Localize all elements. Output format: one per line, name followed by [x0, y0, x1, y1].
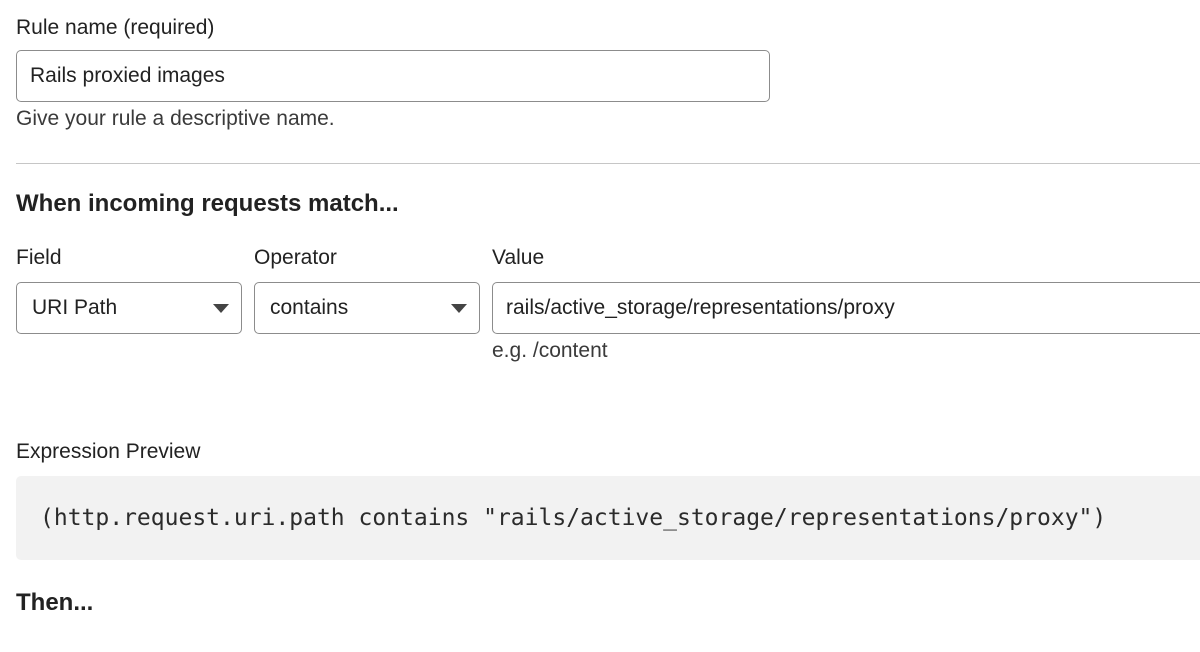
expression-preview-box: (http.request.uri.path contains "rails/a…: [16, 476, 1200, 560]
chevron-down-icon: [213, 303, 229, 313]
rule-name-input[interactable]: [16, 50, 770, 102]
chevron-down-icon: [451, 303, 467, 313]
value-helper: e.g. /content: [492, 339, 608, 362]
value-label: Value: [492, 246, 545, 269]
value-input[interactable]: [492, 282, 1200, 334]
field-label: Field: [16, 246, 62, 269]
operator-label: Operator: [254, 246, 337, 269]
operator-select-value: contains: [270, 296, 349, 319]
field-select[interactable]: URI Path: [16, 282, 242, 334]
field-select-value: URI Path: [32, 296, 118, 319]
rule-name-helper: Give your rule a descriptive name.: [16, 107, 335, 130]
expression-preview-label: Expression Preview: [16, 440, 201, 463]
operator-select[interactable]: contains: [254, 282, 480, 334]
match-section-heading: When incoming requests match...: [16, 190, 399, 217]
then-section-heading: Then...: [16, 589, 94, 616]
rule-name-label: Rule name (required): [16, 16, 215, 39]
section-divider: [16, 163, 1200, 164]
expression-preview-code: (http.request.uri.path contains "rails/a…: [40, 505, 1107, 531]
